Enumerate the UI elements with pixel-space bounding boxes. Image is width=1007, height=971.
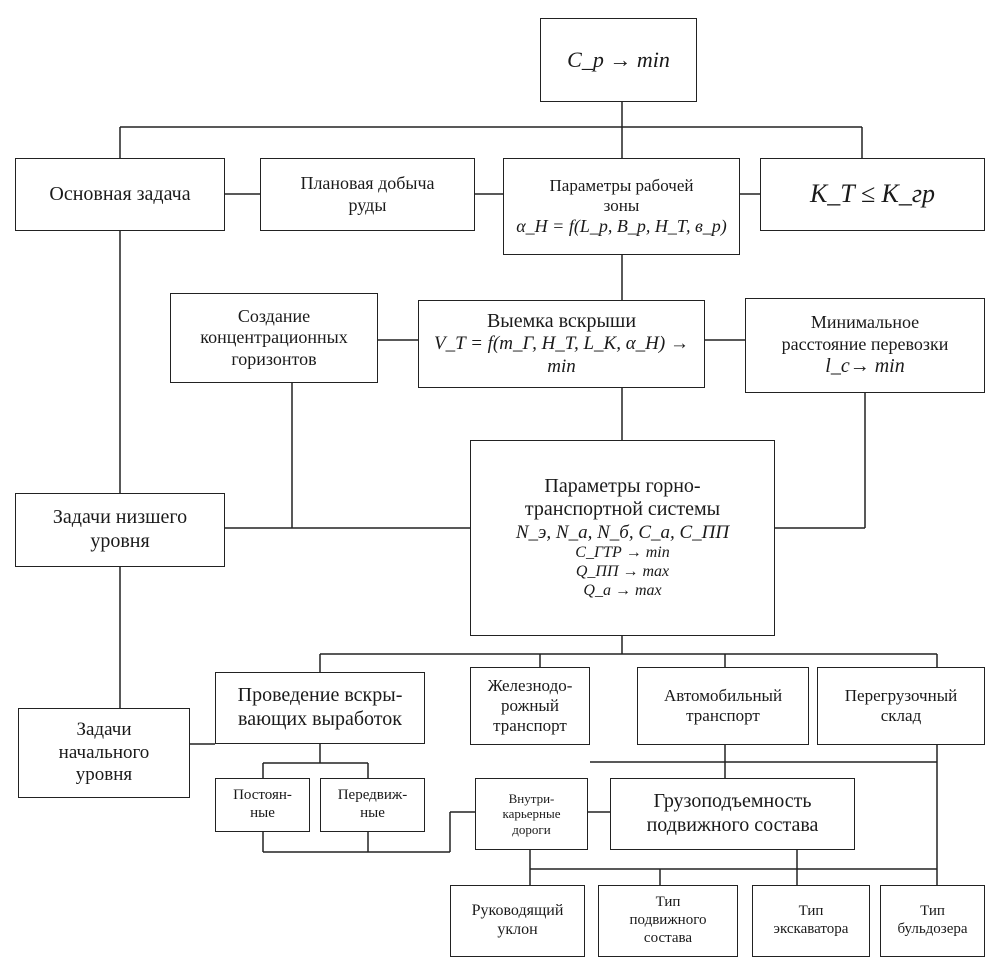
capacity-box: Грузоподъемность подвижного состава	[610, 778, 855, 850]
overburden-formula: V_T = f(m_Г, H_T, L_K, α_H) → min	[434, 333, 689, 377]
grade-line-1: Руководящий	[471, 902, 564, 920]
rolling-stock-line-3: состава	[643, 929, 693, 946]
initial-tasks-line-2: начального	[58, 741, 150, 763]
mts-formula-2: C_ГТР → min	[575, 544, 670, 562]
concentration-line-1: Создание	[237, 306, 311, 327]
permanent-box: Постоян- ные	[215, 778, 310, 832]
min-distance-line-1: Минимальное	[810, 312, 920, 333]
work-zone-line-2: зоны	[603, 195, 640, 215]
railway-box: Железнодо- рожный транспорт	[470, 667, 590, 745]
auto-line-2: транспорт	[686, 706, 760, 725]
inpit-roads-line-2: карьерные	[502, 806, 561, 822]
rolling-stock-box: Тип подвижного состава	[598, 885, 738, 957]
planned-mining-line-1: Плановая добыча	[300, 173, 435, 194]
excavator-box: Тип экскаватора	[752, 885, 870, 957]
grade-box: Руководящий уклон	[450, 885, 585, 957]
overburden-title: Выемка вскрыши	[486, 309, 637, 332]
mobile-line-2: ные	[360, 805, 385, 821]
bulldozer-line-1: Тип	[920, 903, 945, 920]
excavator-line-2: экскаватора	[773, 921, 849, 937]
bulldozer-line-2: бульдозера	[897, 921, 968, 937]
transfer-box: Перегрузочный склад	[817, 667, 985, 745]
main-task-box: Основная задача	[15, 158, 225, 231]
inpit-roads-line-3: дороги	[512, 821, 551, 837]
mts-formula-1: N_э, N_а, N_б, C_а, C_ПП	[515, 522, 730, 544]
initial-tasks-line-1: Задачи	[76, 719, 132, 741]
mts-line-2: транспортной системы	[524, 498, 721, 521]
lower-tasks-line-1: Задачи низшего	[52, 506, 188, 529]
rolling-stock-line-1: Тип	[655, 894, 681, 911]
mobile-line-1: Передвиж-	[337, 787, 408, 804]
railway-line-1: Железнодо-	[487, 675, 573, 695]
bulldozer-box: Тип бульдозера	[880, 885, 985, 957]
concentration-box: Создание концентрационных горизонтов	[170, 293, 378, 383]
work-zone-formula: α_Н = f(L_р, B_р, H_Т, в_р)	[516, 215, 727, 236]
mts-box: Параметры горно- транспортной системы N_…	[470, 440, 775, 636]
planned-mining-line-2: руды	[348, 194, 387, 215]
concentration-line-2: концентрационных	[200, 327, 348, 348]
goal-text: C_р → min	[567, 47, 670, 73]
lower-tasks-line-2: уровня	[90, 530, 150, 552]
inpit-roads-line-1: Внутри-	[508, 791, 555, 806]
main-task-text: Основная задача	[49, 182, 191, 205]
initial-tasks-line-3: уровня	[75, 764, 133, 786]
goal-box: C_р → min	[540, 18, 697, 102]
auto-line-1: Автомобильный	[663, 685, 783, 705]
initial-tasks-box: Задачи начального уровня	[18, 708, 190, 798]
permanent-line-2: ные	[250, 805, 275, 821]
mobile-box: Передвиж- ные	[320, 778, 425, 832]
concentration-line-3: горизонтов	[231, 348, 317, 369]
grade-line-2: уклон	[497, 921, 538, 938]
capacity-line-1: Грузоподъемность	[653, 790, 812, 813]
mts-line-1: Параметры горно-	[544, 474, 701, 497]
min-distance-line-2: расстояние перевозки	[781, 333, 949, 354]
openings-box: Проведение вскры- вающих выработок	[215, 672, 425, 744]
permanent-line-1: Постоян-	[233, 787, 292, 804]
openings-line-2: вающих выработок	[238, 708, 402, 730]
mts-formula-4: Q_а → max	[583, 582, 662, 600]
rolling-stock-line-2: подвижного	[629, 912, 707, 929]
min-distance-box: Минимальное расстояние перевозки l_c→ mi…	[745, 298, 985, 393]
inpit-roads-box: Внутри- карьерные дороги	[475, 778, 588, 850]
kt-constraint-text: K_T ≤ K_гр	[809, 179, 936, 209]
transfer-line-1: Перегрузочный	[844, 685, 958, 705]
transfer-line-2: склад	[880, 706, 922, 725]
auto-box: Автомобильный транспорт	[637, 667, 809, 745]
work-zone-box: Параметры рабочей зоны α_Н = f(L_р, B_р,…	[503, 158, 740, 255]
railway-line-3: транспорт	[493, 716, 567, 736]
railway-line-2: рожный	[501, 695, 559, 715]
mts-formula-3: Q_ПП → max	[575, 563, 670, 581]
lower-tasks-box: Задачи низшего уровня	[15, 493, 225, 567]
work-zone-line-1: Параметры рабочей	[549, 175, 694, 195]
planned-mining-box: Плановая добыча руды	[260, 158, 475, 231]
overburden-box: Выемка вскрыши V_T = f(m_Г, H_T, L_K, α_…	[418, 300, 705, 388]
excavator-line-1: Тип	[798, 903, 824, 920]
min-distance-formula: l_c→ min	[825, 354, 905, 377]
capacity-line-2: подвижного состава	[646, 814, 819, 836]
openings-line-1: Проведение вскры-	[237, 684, 403, 707]
kt-constraint-box: K_T ≤ K_гр	[760, 158, 985, 231]
